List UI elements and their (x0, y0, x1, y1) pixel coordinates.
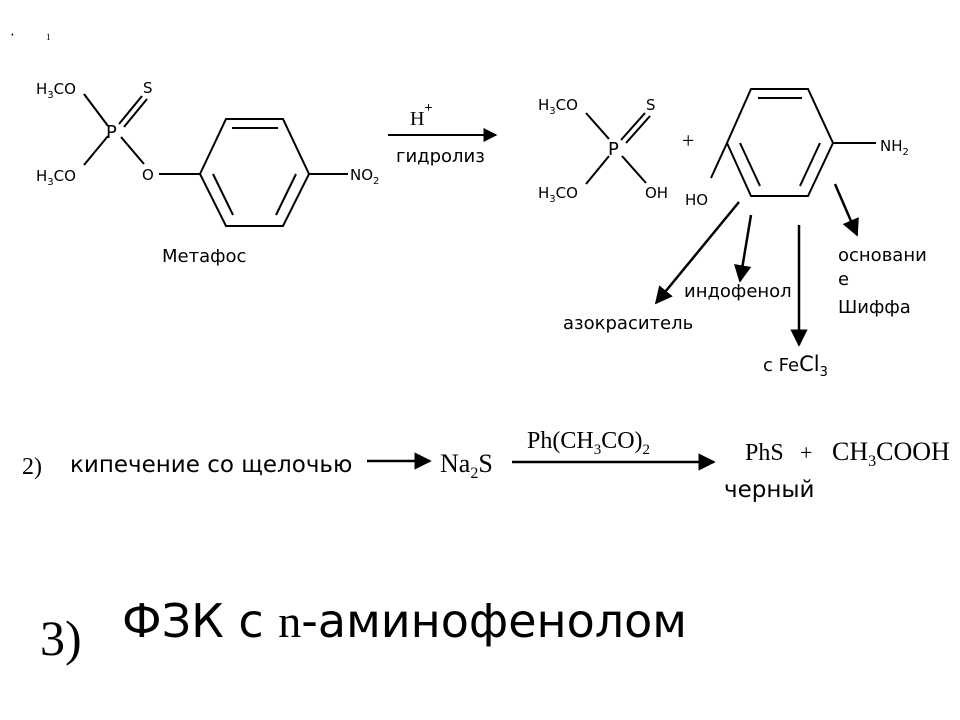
boiling-alkali-label: кипечение со щелочью (70, 452, 352, 478)
thiophosphoric-acid-structure: H3CO H3CO S P OH (538, 96, 668, 205)
acid-phosphorus-label: P (608, 139, 619, 160)
nh2-label: NH2 (880, 137, 909, 158)
metafos-name: Метафос (162, 246, 246, 267)
h-plus-reagent: H+ (410, 101, 432, 130)
schiff-base-line3: Шиффа (838, 297, 911, 318)
schiff-base-line2: е (838, 269, 849, 290)
reaction3-title: ФЗК с n-аминофенолом (122, 594, 687, 648)
reaction-2: 2) кипечение со щелочью Na2S Ph(CH3CO)2 … (22, 428, 950, 503)
hydrolysis-label: гидролиз (396, 146, 485, 167)
reaction2-number: 2) (22, 454, 42, 480)
plus-sign: + (682, 128, 694, 153)
aminophenol-structure: HO NH2 (685, 88, 909, 209)
hydrolysis-arrow: H+ гидролиз (388, 101, 498, 167)
na2s-label: Na2S (440, 449, 493, 482)
corner-dot: · (10, 26, 15, 44)
reaction-3: 3) ФЗК с n-аминофенолом (40, 594, 687, 666)
no2-label: NO2 (350, 166, 379, 187)
reaction3-number: 3) (40, 610, 82, 666)
acid-sulfur-label: S (646, 96, 656, 114)
acid-oh-label: OH (645, 184, 668, 202)
h3co-top-label: H3CO (36, 80, 76, 101)
indophenol-label: индофенол (684, 281, 792, 302)
acid-h3co-bottom-label: H3CO (538, 184, 578, 205)
reaction2-plus: + (800, 440, 812, 465)
schiff-base-line1: основани (838, 245, 927, 266)
phs-label: PhS (745, 440, 784, 466)
oxygen-label: O (142, 166, 154, 184)
ho-label: HO (685, 191, 708, 209)
acetic-acid-label: CH3COOH (832, 437, 950, 470)
sulfur-label: S (143, 79, 153, 97)
lead-acetate-reagent: Ph(CH3CO)2 (527, 428, 650, 458)
fecl3-label: с FeCl3 (763, 352, 828, 380)
h3co-bottom-label: H3CO (36, 167, 76, 188)
product-arrows (654, 183, 859, 347)
phosphorus-label: P (106, 122, 117, 143)
metafos-structure: H3CO H3CO S P O NO2 Метафос (36, 79, 379, 267)
black-label: черный (724, 477, 814, 503)
corner-marker: 1 (46, 32, 51, 42)
acid-h3co-top-label: H3CO (538, 96, 578, 117)
azo-dye-label: азокраситель (563, 313, 693, 334)
